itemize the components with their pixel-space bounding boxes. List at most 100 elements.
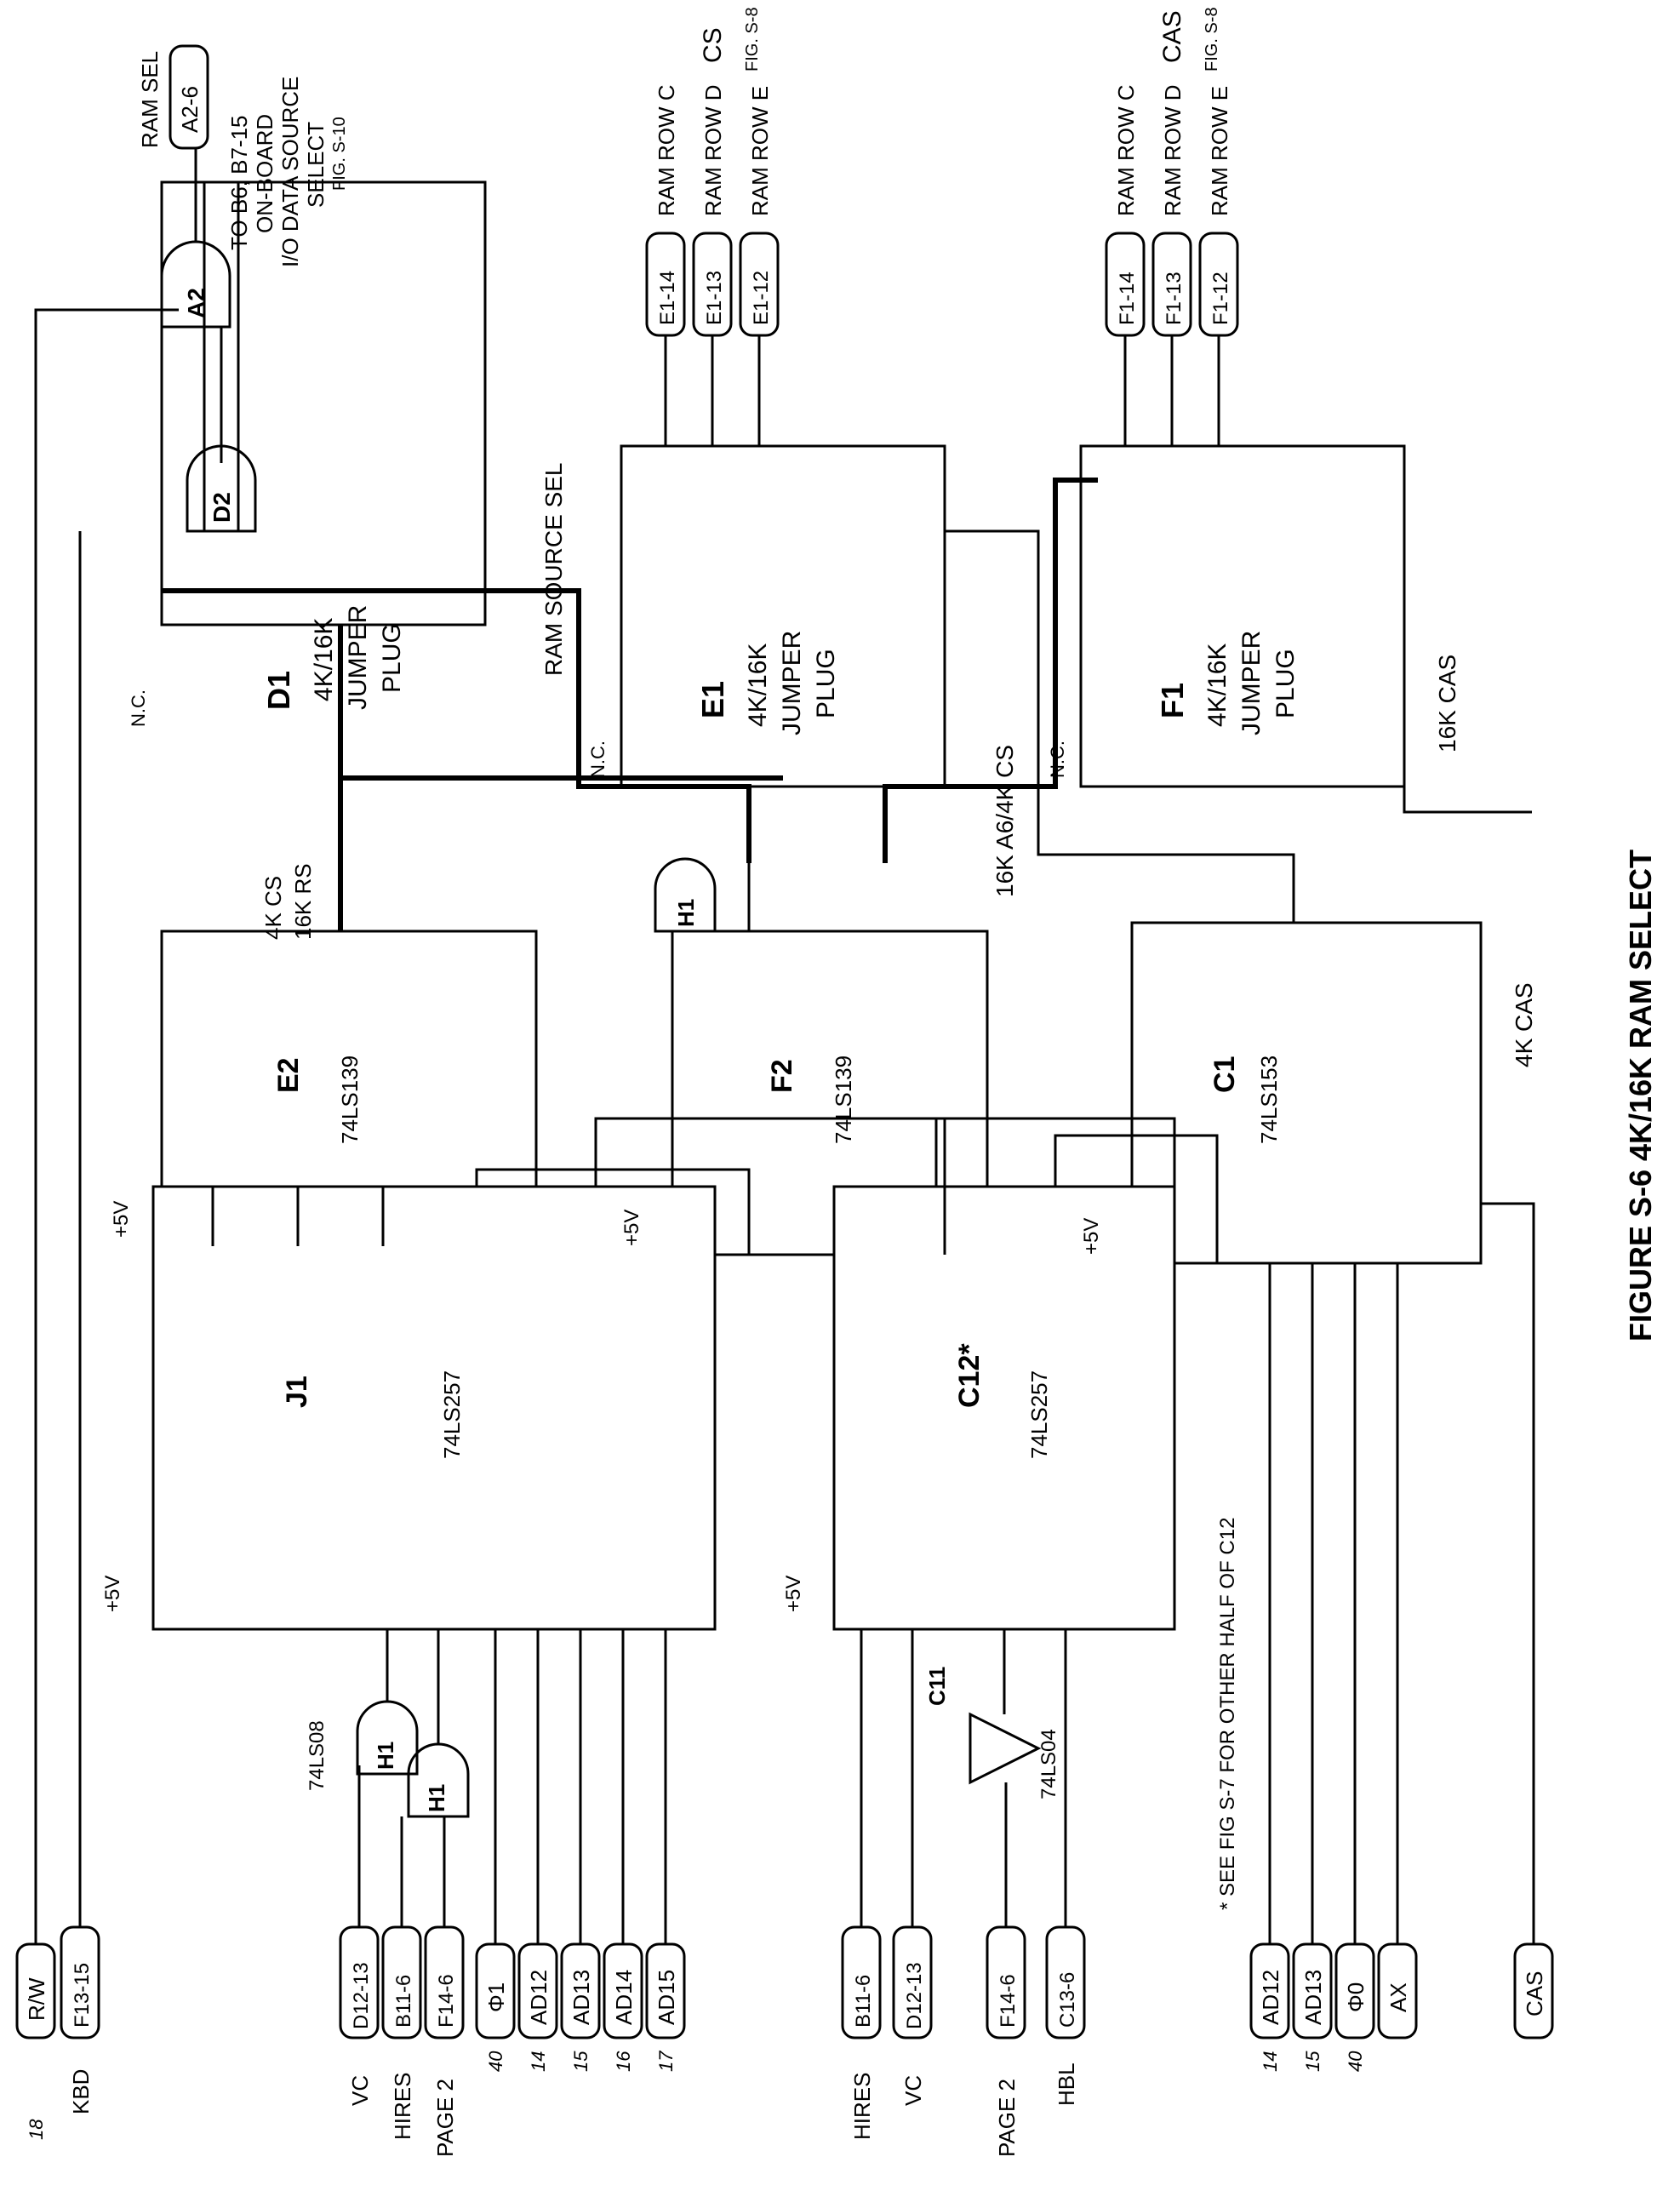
svg-text:AX: AX <box>1386 1982 1411 2012</box>
svg-text:40: 40 <box>485 2051 506 2072</box>
svg-text:+5V: +5V <box>101 1576 124 1612</box>
connector-d1213: D12-13 VC <box>339 1925 380 2106</box>
svg-text:JUMPER: JUMPER <box>344 605 372 710</box>
connector-ad12-b: AD12 <box>1249 1942 1290 2039</box>
svg-text:16: 16 <box>613 2051 634 2072</box>
connector-hbl: C13-6 HBL <box>1045 1925 1086 2106</box>
4k-cas-label: 4K CAS <box>1511 982 1537 1067</box>
svg-text:H1: H1 <box>424 1784 449 1812</box>
svg-text:F2: F2 <box>766 1059 798 1093</box>
svg-text:E1: E1 <box>695 681 730 718</box>
svg-text:RAM ROW D: RAM ROW D <box>1160 84 1186 216</box>
see-fig-note: * SEE FIG S-7 FOR OTHER HALF OF C12 <box>1216 1518 1239 1910</box>
svg-text:SELECT: SELECT <box>303 122 329 208</box>
chip-d1: D1 4K/16K JUMPER PLUG N.C. <box>128 180 487 727</box>
connector-e114: E1-14 RAM ROW C <box>645 84 686 337</box>
svg-text:FIG. S-8: FIG. S-8 <box>1203 7 1221 72</box>
rotated-schematic: FIGURE S-6 4K/16K RAM SELECT D1 4K/16K J… <box>15 7 1658 2157</box>
wires <box>34 148 1535 1944</box>
svg-text:R/W: R/W <box>24 1977 49 2021</box>
4k-cs-label: 4K CS <box>260 876 286 940</box>
svg-text:H1: H1 <box>673 899 699 927</box>
connector-f114: F1-14 RAM ROW C <box>1105 84 1146 337</box>
connectors-right: A2-6 RAM SEL TO B6, B7-15 ON-BOARD I/O D… <box>137 7 1239 337</box>
chip-e2: E2 74LS139 <box>160 930 538 1248</box>
svg-text:PLUG: PLUG <box>812 649 840 718</box>
svg-text:C11: C11 <box>924 1667 950 1706</box>
svg-text:+5V: +5V <box>110 1201 133 1238</box>
svg-text:B11-6: B11-6 <box>392 1975 415 2028</box>
chip-d1-id: D1 <box>261 671 296 710</box>
svg-text:74LS153: 74LS153 <box>1256 1055 1282 1144</box>
svg-text:Φ0: Φ0 <box>1343 1982 1369 2012</box>
connector-hires-b: B11-6 HIRES <box>841 1925 882 2140</box>
connector-ax: AX <box>1377 1942 1418 2039</box>
svg-text:+5V: +5V <box>1080 1218 1103 1255</box>
svg-text:N.C.: N.C. <box>128 689 149 727</box>
svg-text:PLUG: PLUG <box>378 623 406 693</box>
svg-text:PLUG: PLUG <box>1271 649 1300 718</box>
svg-text:AD12: AD12 <box>526 1970 551 2025</box>
svg-text:E1-14: E1-14 <box>656 271 679 325</box>
svg-text:HBL: HBL <box>1054 2062 1079 2106</box>
svg-text:J1: J1 <box>281 1376 313 1408</box>
gate-h1-upper: H1 <box>654 857 717 933</box>
connector-page2-b: F14-6 PAGE 2 <box>986 1925 1026 2157</box>
svg-text:KBD: KBD <box>68 2069 94 2114</box>
figure-caption: FIGURE S-6 4K/16K RAM SELECT <box>1623 850 1658 1341</box>
connector-cas: CAS <box>1513 1942 1554 2039</box>
svg-text:18: 18 <box>26 2119 47 2140</box>
svg-text:B11-6: B11-6 <box>852 1975 875 2028</box>
svg-text:RAM ROW C: RAM ROW C <box>654 84 679 216</box>
svg-text:C1: C1 <box>1209 1056 1241 1093</box>
svg-text:AD14: AD14 <box>611 1970 637 2025</box>
connector-ad13: AD13 <box>560 1942 601 2039</box>
svg-text:RAM ROW E: RAM ROW E <box>1207 86 1232 216</box>
svg-text:PAGE 2: PAGE 2 <box>432 2079 458 2157</box>
svg-text:I/O DATA SOURCE: I/O DATA SOURCE <box>277 77 303 267</box>
svg-text:F1-13: F1-13 <box>1163 272 1186 325</box>
svg-text:14: 14 <box>1260 2051 1281 2072</box>
svg-text:E1-12: E1-12 <box>750 271 773 325</box>
chip-c1: C1 74LS153 <box>1130 921 1483 1265</box>
svg-text:F1-12: F1-12 <box>1209 272 1232 325</box>
svg-text:RAM ROW C: RAM ROW C <box>1113 84 1139 216</box>
chip-f1: F1 4K/16K JUMPER PLUG N.C. <box>1047 444 1406 788</box>
connector-ad13-b: AD13 <box>1292 1942 1333 2039</box>
svg-text:E2: E2 <box>272 1057 305 1093</box>
svg-text:D12-13: D12-13 <box>350 1962 373 2029</box>
connector-ad12: AD12 <box>517 1942 558 2039</box>
connector-e113: E1-13 RAM ROW D <box>692 84 733 337</box>
connector-a26: A2-6 RAM SEL <box>137 44 209 150</box>
svg-text:4K/16K: 4K/16K <box>1203 644 1231 727</box>
svg-text:15: 15 <box>1302 2051 1323 2072</box>
svg-text:ON-BOARD: ON-BOARD <box>252 114 277 233</box>
16k-rs-label: 16K RS <box>290 863 316 940</box>
svg-text:F14-6: F14-6 <box>997 1974 1020 2028</box>
connector-f112: F1-12 RAM ROW E <box>1198 86 1239 337</box>
connector-e112: E1-12 RAM ROW E <box>739 86 780 337</box>
connector-phi0: Φ0 <box>1334 1942 1375 2039</box>
connector-ad14: AD14 <box>603 1942 643 2039</box>
svg-text:74LS04: 74LS04 <box>1037 1729 1060 1799</box>
svg-text:40: 40 <box>1345 2051 1366 2072</box>
svg-text:74LS08: 74LS08 <box>306 1720 329 1791</box>
svg-text:F1: F1 <box>1155 683 1190 718</box>
svg-text:E1-13: E1-13 <box>703 271 726 325</box>
svg-text:A2-6: A2-6 <box>177 86 203 133</box>
ram-source-sel-label: RAM SOURCE SEL <box>540 463 567 677</box>
svg-text:RAM SEL: RAM SEL <box>137 51 163 148</box>
connector-rw: R/W <box>15 1942 56 2039</box>
connector-b116: B11-6 HIRES <box>381 1925 422 2140</box>
connector-f113: F1-13 RAM ROW D <box>1151 84 1192 337</box>
svg-text:+5V: +5V <box>620 1210 643 1246</box>
svg-text:HIRES: HIRES <box>390 2073 415 2140</box>
svg-text:F14-6: F14-6 <box>435 1974 458 2028</box>
svg-text:C12*: C12* <box>953 1343 986 1408</box>
svg-text:CAS: CAS <box>1158 10 1186 63</box>
svg-text:N.C.: N.C. <box>587 741 609 778</box>
svg-text:74LS139: 74LS139 <box>337 1055 363 1144</box>
svg-text:D2: D2 <box>209 492 235 523</box>
svg-text:17: 17 <box>655 2051 677 2072</box>
